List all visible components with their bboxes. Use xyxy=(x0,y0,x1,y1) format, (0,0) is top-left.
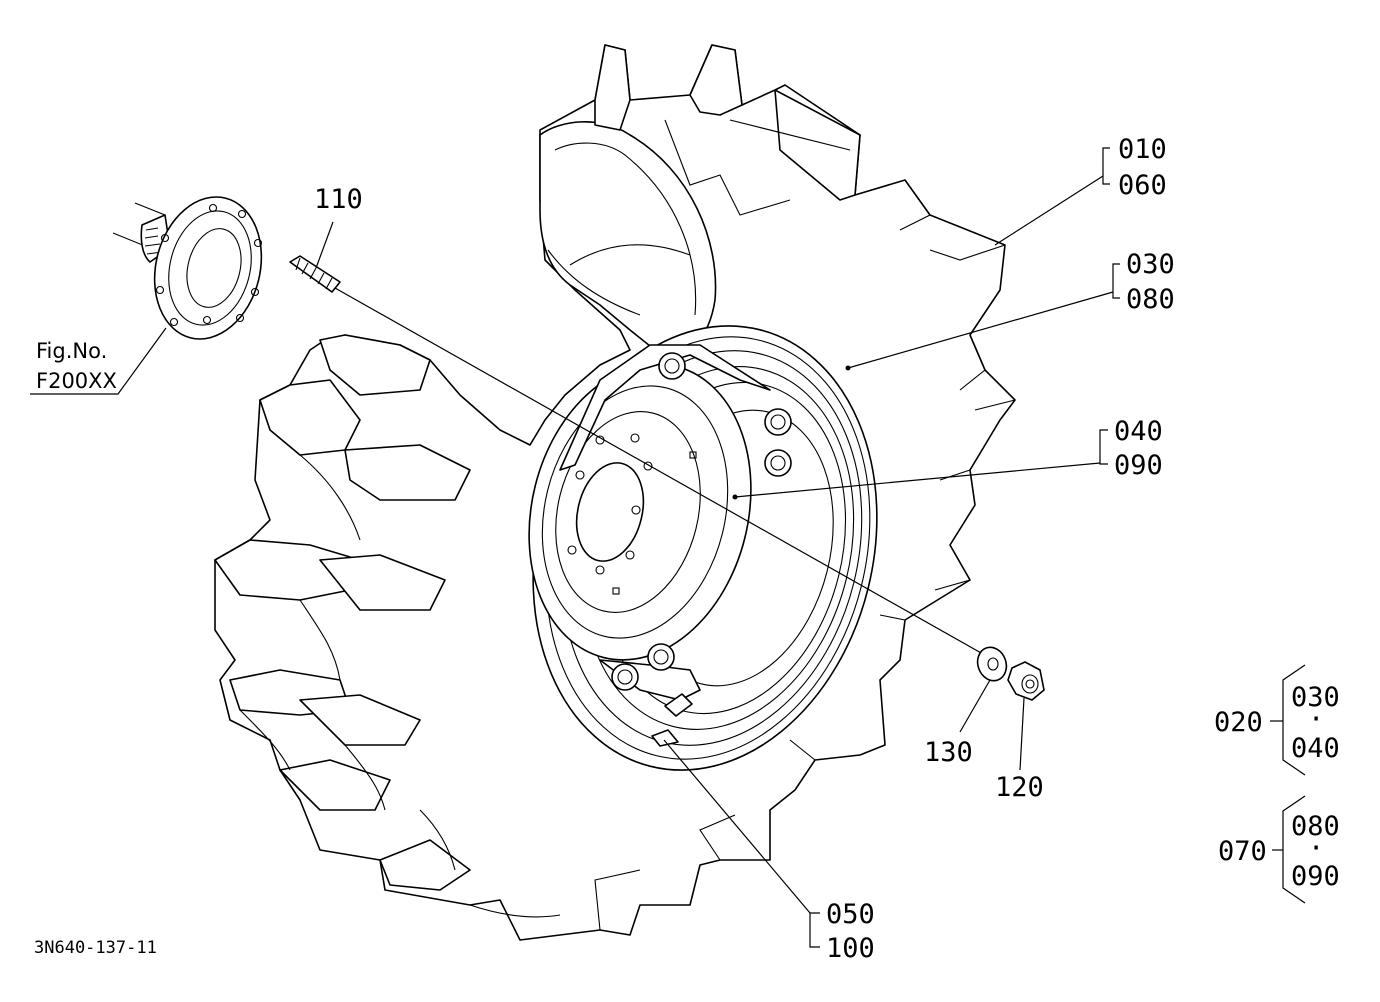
tire-lug-2 xyxy=(689,44,743,116)
washer xyxy=(976,646,1008,682)
tire-lug-left-1 xyxy=(259,379,361,456)
label-010: 010 xyxy=(1118,134,1167,165)
lug-nut xyxy=(1007,661,1045,701)
assembly-070-first: 080 xyxy=(1291,811,1340,842)
label-100: 100 xyxy=(826,933,875,964)
assembly-020-first: 030 xyxy=(1291,682,1340,713)
label-090: 090 xyxy=(1114,450,1163,481)
rim-bolt xyxy=(764,449,792,477)
label-fig-ref: F200XX xyxy=(36,369,117,393)
disc-bolt-holes xyxy=(567,433,697,595)
rim-bolts xyxy=(611,352,792,691)
valve-stem xyxy=(651,693,693,747)
tire-lug-left-9 xyxy=(379,839,471,891)
part-labels: 010 060 030 080 040 090 110 Fig.No. F200… xyxy=(34,134,1175,964)
tire-lug-1 xyxy=(594,44,631,131)
label-110: 110 xyxy=(314,184,363,215)
label-120: 120 xyxy=(995,772,1044,803)
assembly-020-second: 040 xyxy=(1291,733,1340,764)
label-040: 040 xyxy=(1114,416,1163,447)
assembly-parent-020: 020 xyxy=(1214,707,1263,738)
drawing-code: 3N640-137-11 xyxy=(34,938,157,958)
assembly-020-sep: · xyxy=(1308,704,1324,735)
label-060: 060 xyxy=(1118,170,1167,201)
assembly-legend: 020 030 · 040 070 080 · 090 xyxy=(1214,682,1340,892)
tire-lug-3 xyxy=(774,89,861,201)
tire-lug-left-3 xyxy=(344,444,471,501)
label-fig-no: Fig.No. xyxy=(36,339,107,363)
axle-hub xyxy=(112,196,263,340)
leader-lines xyxy=(30,147,1306,948)
stud-bolt xyxy=(289,255,341,293)
assembly-parent-070: 070 xyxy=(1218,836,1267,867)
label-080: 080 xyxy=(1126,284,1175,315)
assembly-070-sep: · xyxy=(1308,833,1324,864)
rim-bolt xyxy=(647,643,675,671)
rim-bolt xyxy=(611,663,639,691)
disc-bracket-top xyxy=(559,344,771,471)
wheel-disc xyxy=(528,344,771,701)
label-130: 130 xyxy=(924,737,973,768)
label-050: 050 xyxy=(826,899,875,930)
tire-lug-left-8 xyxy=(279,759,391,811)
rim-bolt xyxy=(764,408,792,436)
assembly-070-second: 090 xyxy=(1291,861,1340,892)
disc-center-bore xyxy=(575,462,645,562)
tire-lug-left-5 xyxy=(319,554,446,611)
tire-lug-left-2 xyxy=(319,334,431,396)
tire-lug-left-7 xyxy=(299,694,421,746)
assembly-axis-line xyxy=(334,287,991,659)
assembly-bracket-020 xyxy=(1282,664,1306,776)
rim-bolt xyxy=(658,352,686,380)
label-030: 030 xyxy=(1126,249,1175,280)
